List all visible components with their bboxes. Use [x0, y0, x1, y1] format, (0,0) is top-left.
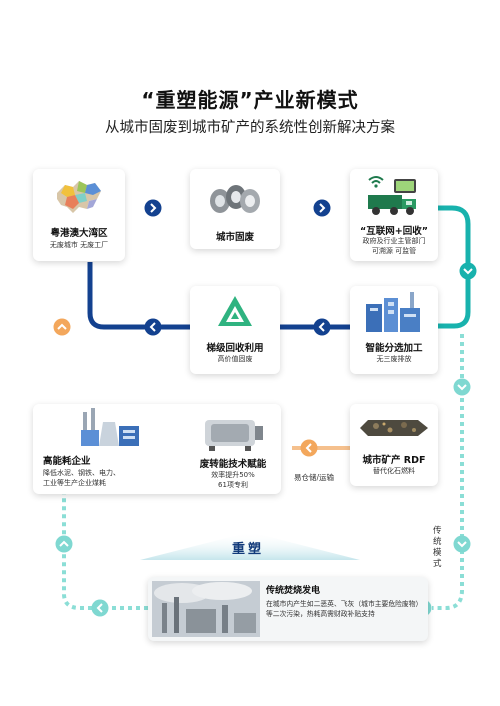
card-title: 高能耗企业 [43, 456, 91, 467]
flow-line-traditional-back [62, 490, 148, 610]
flow-line-traditional [432, 334, 464, 610]
recycling-truck-icon [368, 176, 416, 215]
card-title: “互联网+回收” [360, 226, 428, 237]
card-desc: 替代化石燃料 [373, 467, 415, 475]
card-desc: 无废城市 无废工厂 [49, 241, 109, 249]
card-desc: 工业等生产企业煤耗 [43, 479, 106, 487]
card-desc: 效率提升50% [211, 471, 255, 479]
card-tiered-recycling: 梯级回收利用 高价值固废 [190, 286, 280, 374]
reshape-band [140, 532, 360, 560]
chevron-up-icon [53, 318, 71, 336]
card-desc: 政府及行业主管部门 [362, 237, 426, 245]
card-title: 传统焚烧发电 [266, 586, 321, 596]
factory-icon [366, 292, 420, 332]
page-title: “重塑能源”产业新模式 [141, 88, 359, 112]
chevron-left-icon [91, 599, 109, 617]
card-desc: 可溯源 可监管 [371, 247, 417, 255]
cable-coils-icon [210, 185, 260, 213]
chevron-down-icon [459, 262, 477, 280]
map-icon [57, 181, 101, 213]
card-title: 废转能技术赋能 [199, 459, 267, 470]
chevron-left-icon [144, 318, 162, 336]
card-desc: 降低水泥、钢铁、电力、 [43, 469, 120, 477]
page-subtitle: 从城市固废到城市矿产的系统性创新解决方案 [105, 120, 395, 136]
storage-label: 易仓储/运输 [294, 473, 335, 482]
card-desc: 61项专利 [218, 481, 248, 489]
chevron-right-icon [144, 199, 162, 217]
traditional-mode-label: 传统模式 [433, 526, 442, 569]
incineration-plant-image [152, 581, 260, 637]
card-title: 城市固废 [215, 232, 254, 243]
card-internet-recycling: “互联网+回收” 政府及行业主管部门 可溯源 可监管 [350, 169, 438, 261]
card-title: 梯级回收利用 [206, 343, 264, 354]
chevron-left-icon [313, 318, 331, 336]
card-desc: 高价值固废 [217, 355, 253, 363]
boiler-machine-icon [205, 420, 263, 451]
card-high-energy-industry: 高能耗企业 降低水泥、钢铁、电力、 工业等生产企业煤耗 废转能技术赋能 效率提升… [33, 404, 281, 494]
chevron-down-icon [453, 535, 471, 553]
recycle-triangle-icon [218, 296, 252, 326]
chevron-up-icon [55, 535, 73, 553]
card-traditional-incineration: 传统焚烧发电 在城市内产生如二恶英、飞灰（城市主要危险废物）等二次污染，热耗高需… [148, 577, 428, 641]
card-urban-waste: 城市固废 [190, 169, 280, 249]
card-title: 粤港澳大湾区 [50, 228, 108, 239]
card-title: 智能分选加工 [365, 343, 423, 354]
card-desc: 无三废排放 [376, 355, 412, 363]
card-gba: 粤港澳大湾区 无废城市 无废工厂 [33, 169, 125, 261]
rdf-material-icon [360, 420, 428, 436]
chevron-down-icon [453, 378, 471, 396]
card-smart-sorting: 智能分选加工 无三废排放 [350, 286, 438, 374]
reshape-label: 重塑 [232, 542, 265, 557]
card-desc: 在城市内产生如二恶英、飞灰（城市主要危险废物）等二次污染，热耗高需财政补贴支持 [266, 600, 419, 618]
flow-line-back [87, 262, 190, 330]
power-plant-icon [81, 408, 139, 446]
card-rdf: 城市矿产 RDF 替代化石燃料 [350, 404, 438, 486]
card-title: 城市矿产 RDF [362, 455, 426, 466]
chevron-left-icon [300, 439, 318, 457]
chevron-right-icon [313, 199, 331, 217]
